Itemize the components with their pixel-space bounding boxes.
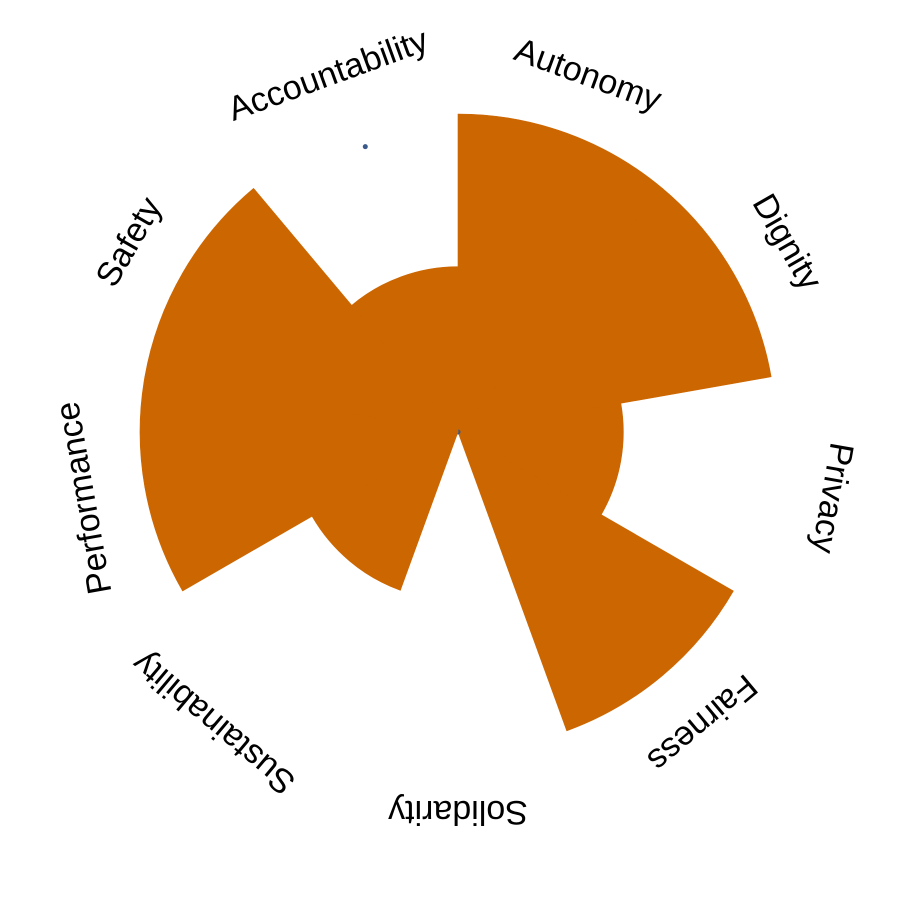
wedge-accountability <box>351 266 459 433</box>
label-solidarity: Solidarity <box>388 793 528 831</box>
wedge-sustainability <box>311 431 459 591</box>
wedge-layer <box>139 113 772 732</box>
label-fairness: Fairness <box>640 667 764 780</box>
label-performance: Performance <box>48 399 119 597</box>
label-dignity: Dignity <box>745 187 830 296</box>
wedge-privacy <box>457 402 624 516</box>
wedge-dignity <box>457 187 772 433</box>
wedge-performance <box>139 376 459 592</box>
label-sustainability: Sustainability <box>125 644 303 802</box>
wedge-autonomy <box>457 113 663 433</box>
wedge-fairness <box>457 431 734 732</box>
label-safety: Safety <box>88 191 169 293</box>
accountability-marker-dot <box>362 144 368 150</box>
label-accountability: Accountability <box>223 21 433 128</box>
wedge-safety <box>144 187 459 433</box>
label-autonomy: Autonomy <box>510 31 667 119</box>
label-privacy: Privacy <box>804 440 861 556</box>
